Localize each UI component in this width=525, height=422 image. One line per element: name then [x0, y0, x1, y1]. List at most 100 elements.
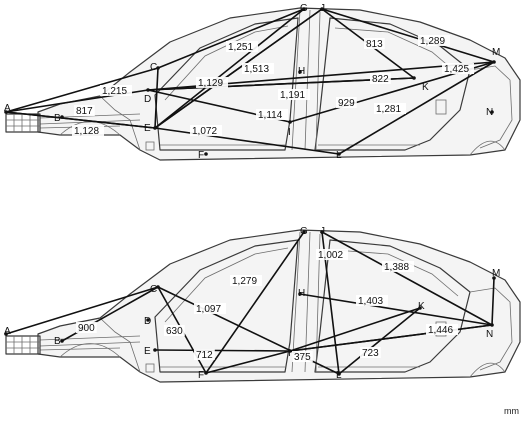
- dimension-label: 1,097: [196, 304, 221, 315]
- measure-line-J-N: [321, 231, 493, 326]
- point-B-label: B: [54, 336, 61, 347]
- point-E-label: E: [144, 123, 151, 134]
- point-B-marker: [60, 115, 64, 119]
- measure-line-E-G: [154, 8, 305, 129]
- point-J-label: J: [320, 3, 325, 14]
- measure-line-L-K: [338, 307, 421, 375]
- point-I-marker: [288, 349, 292, 353]
- dimension-label: 1,072: [192, 126, 217, 137]
- dimension-label: 1,279: [232, 276, 257, 287]
- point-M-label: M: [492, 268, 500, 279]
- measure-line-A-E: [5, 111, 156, 129]
- dimension-label: 817: [76, 106, 93, 117]
- measure-line-D-K: [147, 77, 415, 91]
- measure-line-C-E: [154, 67, 159, 129]
- point-L-marker: [337, 152, 341, 156]
- point-F-marker: [204, 152, 208, 156]
- point-I-label: I: [288, 127, 291, 138]
- point-B-label: B: [54, 113, 61, 124]
- point-I-marker: [288, 120, 292, 124]
- point-D-label: D: [144, 316, 151, 327]
- dimension-label: 1,425: [444, 64, 469, 75]
- point-E-marker: [153, 126, 157, 130]
- point-A-marker: [4, 332, 8, 336]
- point-G-label: G: [300, 3, 308, 14]
- dimension-label: 1,129: [198, 78, 223, 89]
- point-H-marker: [298, 70, 302, 74]
- lower-side-body-diagram: 1,279 1,002 1,388 1,097 1,403 900 630 1,446 712 3…: [4, 226, 521, 383]
- point-D-marker: [146, 318, 150, 322]
- dimension-label: 1,114: [258, 110, 283, 121]
- point-F-label: F: [198, 150, 204, 161]
- point-J-marker: [320, 230, 324, 234]
- dimension-label: 1,403: [358, 296, 383, 307]
- point-F-marker: [204, 371, 208, 375]
- point-L-marker: [337, 372, 341, 376]
- point-N-label: N: [486, 107, 493, 118]
- point-L-label: L: [336, 370, 342, 381]
- point-A-label: A: [4, 326, 11, 337]
- point-N-label: N: [486, 329, 493, 340]
- dimension-label: 1,289: [420, 36, 445, 47]
- dimension-label: 822: [372, 74, 389, 85]
- point-B-marker: [60, 339, 64, 343]
- point-N-marker: [490, 110, 494, 114]
- measure-line-H-N: [299, 293, 493, 326]
- measure-line-E-J: [154, 8, 323, 129]
- point-C-label: C: [150, 284, 157, 295]
- dimension-label: 1,215: [102, 86, 127, 97]
- point-G-label: G: [300, 226, 308, 237]
- dimension-label: 723: [362, 348, 379, 359]
- dimension-label: 929: [338, 98, 355, 109]
- dimension-label: 1,513: [244, 64, 269, 75]
- point-H-label: H: [298, 66, 305, 77]
- point-A-label: A: [4, 103, 11, 114]
- point-I-label: I: [288, 348, 291, 359]
- measure-line-J-M: [321, 8, 495, 63]
- dimension-label: 1,281: [376, 104, 401, 115]
- point-C-marker: [156, 285, 160, 289]
- point-M-marker: [492, 276, 496, 280]
- car-body-outline: [5, 229, 521, 383]
- point-F-label: F: [198, 370, 204, 381]
- dimension-label: 1,002: [318, 250, 343, 261]
- point-E-label: E: [144, 346, 151, 357]
- dimension-label: 630: [166, 326, 183, 337]
- dimension-label: 1,388: [384, 262, 409, 273]
- measure-line-A-C: [5, 286, 159, 335]
- dimension-label: 1,191: [280, 90, 305, 101]
- measure-line-L-M: [338, 61, 495, 155]
- dimension-label: 900: [78, 323, 95, 334]
- point-A-marker: [4, 110, 8, 114]
- measure-line-I-N: [289, 324, 493, 352]
- point-C-label: C: [150, 62, 157, 73]
- point-K-marker: [412, 76, 416, 80]
- measure-line-I-K: [289, 307, 421, 352]
- unit-label: mm: [504, 406, 519, 416]
- dimension-label: 813: [366, 39, 383, 50]
- measure-line-F-I: [205, 350, 291, 374]
- point-E-marker: [153, 348, 157, 352]
- dimension-label: 712: [196, 350, 213, 361]
- point-H-marker: [298, 292, 302, 296]
- point-J-label: J: [320, 226, 325, 237]
- point-K-label: K: [418, 301, 425, 312]
- dimension-label: 1,251: [228, 42, 253, 53]
- measure-line-E-L: [154, 127, 340, 155]
- dimension-label: 1,128: [74, 126, 99, 137]
- point-N-marker: [490, 323, 494, 327]
- dimension-label: 375: [294, 352, 311, 363]
- point-J-marker: [320, 7, 324, 11]
- point-H-label: H: [298, 288, 305, 299]
- point-K-label: K: [422, 82, 429, 93]
- point-G-marker: [302, 230, 306, 234]
- point-L-label: L: [336, 150, 342, 161]
- point-M-label: M: [492, 47, 500, 58]
- dimension-label: 1,446: [428, 325, 453, 336]
- point-D-label: D: [144, 94, 151, 105]
- measure-line-M-N: [491, 277, 495, 326]
- upper-side-body-diagram: 1,251 1,513 813 1,289 1,215 1,129 822 1,425 817 1…: [4, 3, 521, 161]
- measure-line-F-G: [205, 231, 305, 374]
- point-G-marker: [302, 7, 306, 11]
